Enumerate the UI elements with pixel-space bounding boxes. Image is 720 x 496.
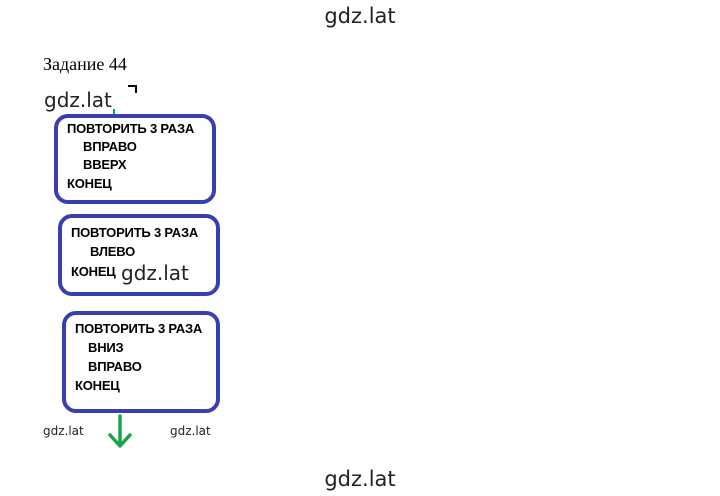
block-1-command-1: ВПРАВО: [83, 139, 137, 154]
repeat-block-2: [58, 214, 220, 296]
block-2-end-label: КОНЕЦ: [71, 264, 116, 279]
repeat-block-3: [62, 311, 220, 413]
block-1-end-label: КОНЕЦ: [67, 176, 112, 191]
arrow-down-icon: [108, 414, 132, 448]
watermark-top: gdz.lat: [324, 4, 396, 28]
watermark-inline: gdz.lat: [121, 261, 189, 285]
watermark-small-left: gdz.lat: [43, 424, 84, 438]
watermark-left: gdz.lat: [44, 88, 112, 112]
tick-mark: [128, 85, 137, 93]
block-2-command-1: ВЛЕВО: [90, 244, 136, 259]
block-3-repeat-label: ПОВТОРИТЬ 3 РАЗА: [75, 321, 203, 336]
block-3-end-label: КОНЕЦ: [75, 378, 120, 393]
task-title: Задание 44: [43, 54, 127, 74]
block-2-repeat-label: ПОВТОРИТЬ 3 РАЗА: [71, 225, 199, 240]
entry-connector: [113, 109, 115, 116]
block-3-command-1: ВНИЗ: [88, 340, 124, 355]
block-1-repeat-label: ПОВТОРИТЬ 3 РАЗА: [67, 121, 195, 136]
block-1-command-2: ВВЕРХ: [83, 157, 127, 172]
repeat-block-1: [54, 114, 216, 204]
block-3-command-2: ВПРАВО: [88, 359, 142, 374]
watermark-bottom: gdz.lat: [324, 467, 396, 491]
watermark-small-right: gdz.lat: [170, 424, 211, 438]
